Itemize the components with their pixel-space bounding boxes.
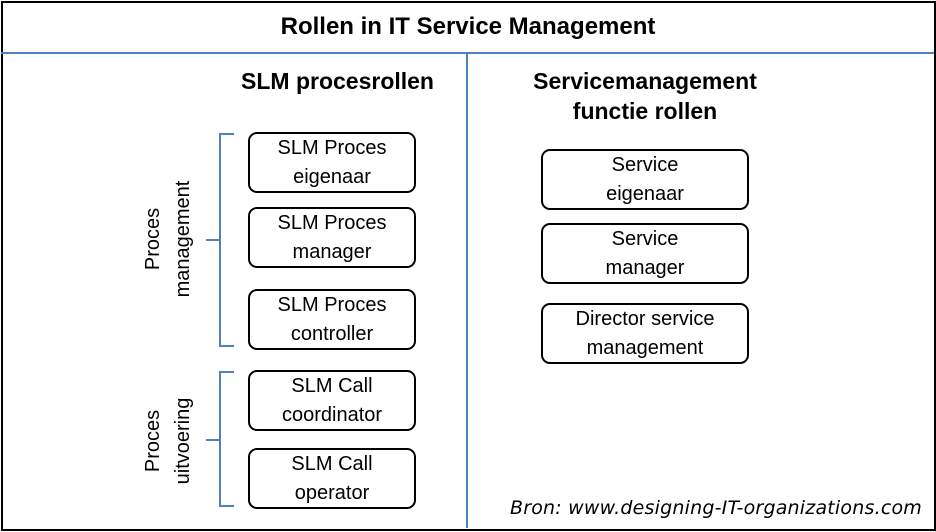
title-divider	[1, 52, 934, 54]
column-divider	[466, 54, 468, 528]
bracket-proces-uitvoering	[206, 371, 234, 507]
right-column-heading: Servicemanagement functie rollen	[533, 68, 757, 124]
left-column-heading: SLM procesrollen	[241, 68, 434, 94]
source-citation: Bron: www.designing-IT-organizations.com	[509, 497, 922, 519]
diagram-title: Rollen in IT Service Management	[280, 13, 656, 40]
group-label-proces-uitvoering: Proces uitvoering	[142, 397, 194, 485]
bracket-proces-management	[206, 133, 234, 347]
group-label-proces-management: Proces management	[142, 180, 194, 298]
